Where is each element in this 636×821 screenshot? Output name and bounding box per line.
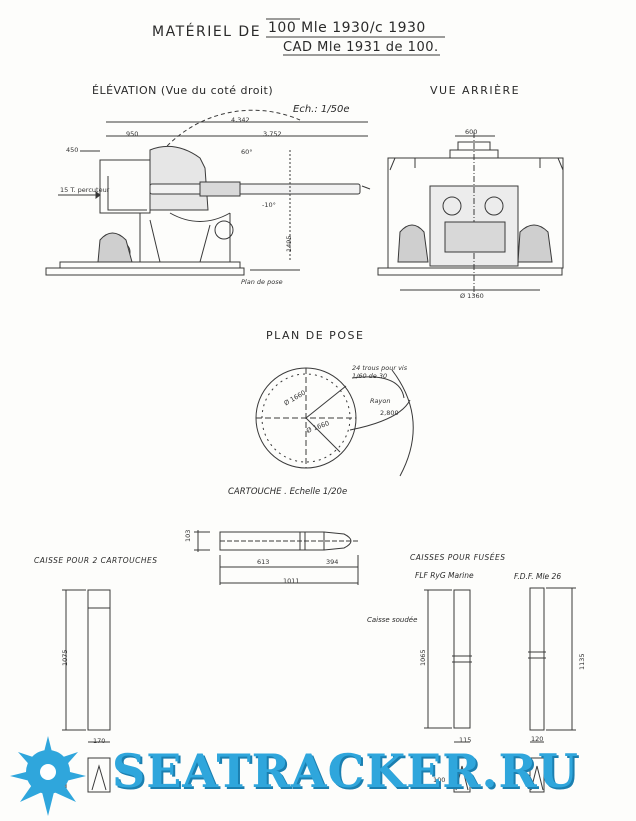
title-line-1: 100 Mle 1930/c 1930 xyxy=(268,20,426,36)
fuse-box-flf xyxy=(424,589,472,793)
dim-3752: 3,752 xyxy=(263,130,282,138)
dim-120: 120 xyxy=(531,735,544,743)
cartridge-heading: CARTOUCHE . Echelle 1/20e xyxy=(228,487,348,497)
dim-950: 950 xyxy=(126,130,139,138)
plan-heading: PLAN DE POSE xyxy=(266,329,365,342)
cartridge-box-heading: CAISSE POUR 2 CARTOUCHES xyxy=(34,556,158,565)
cartridge-box xyxy=(62,589,111,793)
title-line-2: CAD Mle 1931 de 100. xyxy=(283,40,439,55)
dim-2800: 2,800 xyxy=(380,409,399,417)
dim-115: 115 xyxy=(459,736,472,744)
dim-4342: 4,342 xyxy=(231,116,250,124)
fdf-label: F.D.F. Mle 26 xyxy=(514,572,562,581)
dim-1011: 1011 xyxy=(283,577,300,585)
fuse-boxes-heading: CAISSES POUR FUSÉES xyxy=(410,553,506,562)
watermark-logo xyxy=(10,736,86,816)
welded-box-label: Caisse soudée xyxy=(367,616,418,624)
radius-label: Rayon xyxy=(370,397,391,405)
plan-de-pose-label: Plan de pose xyxy=(241,278,283,286)
elevation-view xyxy=(45,109,371,276)
dim-percuteur: 15 T. percuteur xyxy=(60,186,110,194)
rear-view-heading: VUE ARRIÈRE xyxy=(430,84,521,97)
watermark-text: SEATRACKER.RU xyxy=(112,744,579,798)
title-prefix: MATÉRIEL DE xyxy=(152,24,262,40)
dim-450: 450 xyxy=(66,146,79,154)
dim-minus10deg: -10° xyxy=(262,201,276,209)
mounting-plan xyxy=(255,367,414,477)
flf-label: FLF RyG Marine xyxy=(415,571,474,580)
dim-170: 170 xyxy=(93,737,106,745)
dim-60deg: 60° xyxy=(241,148,253,156)
dim-394: 394 xyxy=(326,558,339,566)
rear-view xyxy=(377,132,564,296)
elevation-heading: ÉLÉVATION (Vue du coté droit) xyxy=(92,84,274,97)
dim-600: 600 xyxy=(465,128,478,136)
cartridge xyxy=(194,530,359,585)
dim-1360: Ø 1360 xyxy=(460,292,484,300)
holes-note: 24 trous pour vis 1/60 de 30 xyxy=(352,364,408,380)
scale-label: Ech.: 1/50e xyxy=(293,104,350,115)
dim-100: 100 xyxy=(433,776,446,784)
dim-613: 613 xyxy=(257,558,270,566)
fuse-box-fdf xyxy=(528,587,576,793)
